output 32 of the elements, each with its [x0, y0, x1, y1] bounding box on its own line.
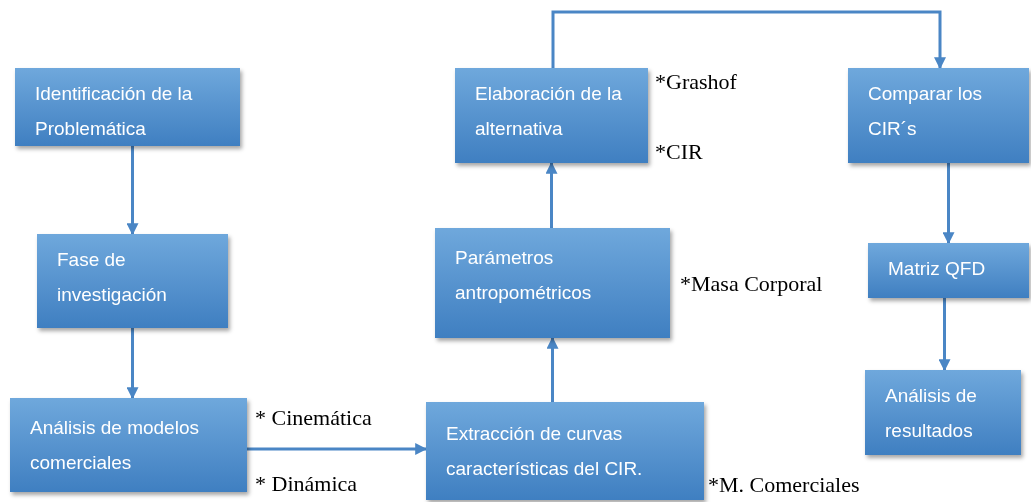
box-label: Análisis de modelos comerciales	[30, 416, 200, 475]
box-label: Extracción de curvas características del CIR.	[446, 422, 644, 481]
arrow	[247, 443, 428, 455]
arrow	[546, 336, 559, 402]
process-box	[868, 243, 1029, 298]
process-box	[10, 398, 247, 492]
arrow	[545, 161, 558, 228]
process-box	[455, 68, 648, 163]
box-label: Identificación de la Problemática	[35, 82, 194, 141]
process-box	[848, 68, 1029, 163]
annotation-text: *Masa Corporal	[680, 270, 823, 298]
arrow	[942, 163, 955, 245]
process-box	[865, 370, 1021, 455]
box-label: Análisis de resultados	[885, 384, 978, 443]
box-label: Fase de investigación	[57, 248, 168, 307]
annotation-text: * Dinámica	[255, 470, 358, 498]
arrow	[938, 298, 951, 372]
annotation-text: * Cinemática	[255, 404, 372, 432]
box-label: Parámetros antropométricos	[455, 246, 593, 305]
annotation-text: *Grashof	[655, 68, 737, 96]
arrow	[126, 146, 139, 236]
process-box	[426, 402, 704, 500]
annotation-text: *CIR	[655, 138, 703, 166]
process-box	[435, 228, 670, 338]
box-label: Elaboración de la alternativa	[475, 82, 623, 141]
box-label: Comparar los CIR´s	[868, 82, 984, 141]
annotation-text: *M. Comerciales	[708, 471, 860, 499]
process-box	[37, 234, 228, 328]
box-label: Matriz QFD	[888, 257, 986, 281]
arrow	[551, 10, 946, 70]
arrow	[126, 328, 139, 400]
process-box	[15, 68, 240, 146]
